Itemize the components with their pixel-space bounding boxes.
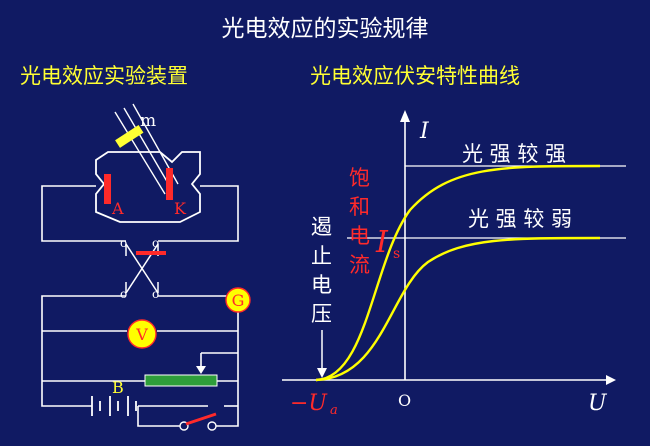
- saturation-subscript: s: [393, 246, 400, 262]
- saturation-char: 饱: [349, 166, 370, 190]
- galvanometer: [225, 287, 251, 313]
- stopping-char: 遏: [311, 215, 332, 239]
- voltmeter: [127, 319, 157, 349]
- iv-characteristic-graph: I U O 光 强 较 强 光 强 较 弱 饱 和 电 流 I s 遏 止 电 …: [282, 110, 626, 418]
- y-axis-arrow-icon: [400, 110, 410, 122]
- saturation-current-text: 饱 和 电 流: [349, 166, 370, 277]
- main-switch: [137, 406, 239, 431]
- origin-label: O: [398, 391, 411, 410]
- x-axis-arrow-icon: [606, 375, 616, 385]
- cathode-label: K: [174, 199, 187, 218]
- anode-plate: [104, 174, 111, 204]
- stopping-voltage-subscript: a: [330, 403, 338, 418]
- stopping-char: 电: [311, 273, 332, 297]
- reversing-switch: [125, 243, 166, 294]
- saturation-char: 和: [349, 195, 370, 219]
- circuit-wires: [41, 185, 239, 407]
- battery: [91, 396, 137, 416]
- rheostat-slider-arrow: [196, 366, 206, 374]
- voltmeter-label: V: [135, 325, 148, 344]
- apparatus-heading: 光电效应实验装置: [20, 64, 188, 88]
- vacuum-tube: [95, 151, 201, 223]
- galvanometer-label: G: [232, 291, 245, 310]
- saturation-char: 电: [349, 224, 370, 248]
- saturation-char: 流: [349, 253, 370, 277]
- stopping-char: 止: [311, 244, 332, 268]
- stopping-voltage-arrow-icon: [317, 368, 327, 378]
- battery-label: B: [112, 378, 124, 397]
- stopping-voltage-text: 遏 止 电 压: [311, 215, 332, 326]
- slide-title: 光电效应的实验规律: [222, 16, 429, 42]
- stopping-char: 压: [311, 302, 332, 326]
- weak-light-curve: [315, 236, 601, 382]
- light-filter: [115, 125, 144, 148]
- saturation-symbol: I: [375, 225, 389, 260]
- strong-light-curve: [315, 164, 601, 382]
- curve-heading: 光电效应伏安特性曲线: [310, 64, 520, 88]
- y-axis-label: I: [419, 119, 430, 144]
- anode-label: A: [111, 199, 124, 218]
- switch-terminal: o: [120, 287, 127, 301]
- weak-light-label: 光 强 较 弱: [468, 207, 572, 231]
- switch-terminal: o: [152, 287, 159, 301]
- switch-terminal: o: [120, 236, 127, 250]
- experiment-apparatus: m A K: [41, 103, 251, 431]
- switch-terminal: o: [152, 236, 159, 250]
- light-label: m: [140, 111, 156, 131]
- cathode-plate: [166, 168, 173, 200]
- strong-light-label: 光 强 较 强: [462, 142, 566, 166]
- x-axis-label: U: [588, 391, 608, 416]
- rheostat: [144, 374, 218, 387]
- stopping-voltage-symbol: −U: [290, 391, 328, 416]
